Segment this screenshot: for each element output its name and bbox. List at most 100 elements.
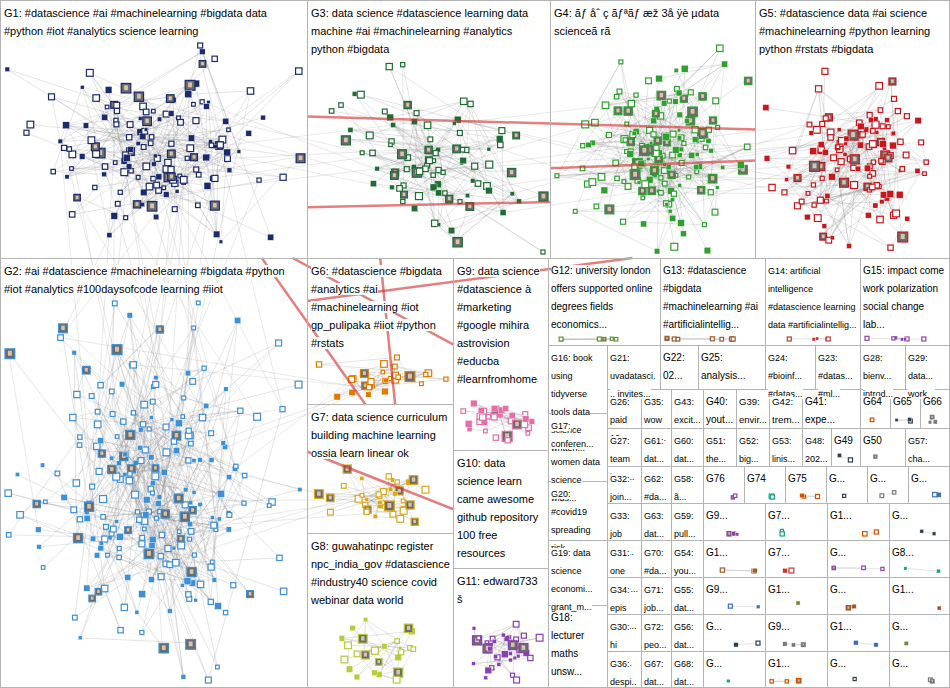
graph-line [101, 441, 211, 602]
graph-line [206, 106, 207, 157]
graph-line [667, 204, 675, 246]
vertex [121, 169, 128, 176]
vertex [835, 145, 839, 149]
vertex-avatar-face [641, 189, 644, 193]
vertex [261, 115, 266, 120]
vertex [692, 137, 698, 143]
vertex [366, 132, 373, 139]
vertex [180, 176, 187, 183]
vertex [665, 202, 669, 206]
vertex [156, 174, 162, 180]
vertex [5, 67, 10, 72]
graph-line [30, 125, 217, 144]
vertex-avatar [668, 171, 675, 178]
graph-line [583, 91, 620, 145]
vertex [634, 93, 638, 97]
vertex [651, 118, 657, 124]
graph-line [211, 145, 299, 156]
vertex [149, 135, 153, 139]
graph-line [825, 86, 879, 153]
vertex [415, 193, 422, 200]
graph-line [341, 105, 430, 139]
vertex-avatar-face [701, 130, 705, 135]
vertex [659, 176, 663, 180]
vertex [227, 168, 232, 173]
vertex [628, 100, 634, 106]
vertex [86, 69, 93, 76]
vertex-avatar-face [145, 119, 148, 123]
vertex [744, 144, 750, 150]
graph-line [715, 188, 717, 213]
vertex-avatar [698, 187, 705, 194]
vertex [370, 181, 376, 187]
vertex [441, 170, 445, 174]
graph-line [589, 145, 684, 234]
graph-line [202, 389, 225, 417]
vertex-avatar-face [822, 235, 825, 238]
vertex [468, 101, 473, 106]
vertex [424, 122, 431, 129]
vertex [486, 161, 493, 168]
graph-line [665, 92, 690, 136]
inter-group-line [187, 84, 189, 373]
inter-group-line [76, 196, 236, 466]
graph-line [657, 166, 699, 251]
graph-line [188, 91, 250, 94]
vertex [630, 132, 636, 138]
vertex [684, 118, 689, 123]
vertex [617, 89, 622, 94]
vertex [427, 158, 433, 164]
graph-line [394, 171, 510, 172]
vertex [194, 167, 199, 172]
graph-line [664, 171, 704, 225]
vertex [662, 133, 669, 140]
graph-line [868, 132, 877, 215]
graph-line [52, 97, 221, 145]
vertex-avatar-face [642, 148, 646, 153]
vertex [475, 181, 481, 187]
vertex [676, 90, 682, 96]
vertex [237, 150, 241, 154]
vertex [88, 137, 95, 144]
vertex [389, 143, 393, 147]
vertex [83, 123, 88, 128]
graph-line [858, 126, 883, 169]
vertex [339, 103, 343, 107]
vertex [370, 150, 375, 155]
graph-line [216, 321, 238, 525]
vertex [672, 147, 679, 154]
inter-group-line [93, 150, 129, 539]
graph-line [654, 112, 699, 189]
vertex [148, 141, 153, 146]
vertex-avatar-face [510, 170, 513, 174]
vertex [416, 168, 422, 174]
graph-line [385, 111, 449, 199]
vertex-avatar [614, 107, 622, 115]
vertex [614, 95, 618, 99]
vertex [654, 248, 660, 254]
vertex [713, 98, 719, 104]
vertex [192, 102, 196, 106]
vertex [24, 130, 29, 135]
vertex [165, 159, 171, 165]
graph-line [829, 195, 900, 240]
vertex [923, 172, 927, 176]
graph-line [221, 157, 299, 242]
vertex [247, 88, 253, 94]
vertex [436, 167, 441, 172]
inter-group-line [82, 87, 438, 170]
vertex [887, 191, 894, 198]
vertex [625, 184, 631, 190]
vertex [662, 133, 669, 140]
vertex-avatar [166, 95, 174, 103]
vertex-avatar [143, 117, 152, 126]
vertex [138, 117, 142, 121]
graph-line [60, 140, 91, 141]
inter-group-line [156, 91, 250, 518]
vertex [401, 63, 405, 67]
vertex [414, 111, 419, 116]
vertex [175, 189, 179, 193]
vertex-avatar [657, 91, 666, 100]
vertex [386, 63, 392, 69]
graph-line [406, 104, 435, 154]
